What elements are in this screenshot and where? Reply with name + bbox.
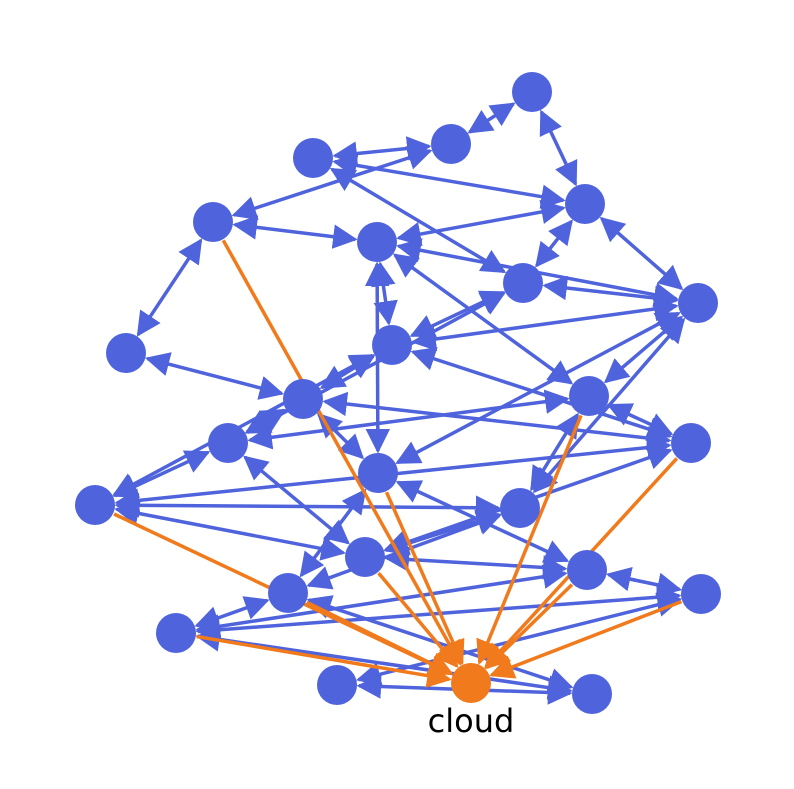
node-n20 bbox=[268, 573, 308, 613]
edges-layer bbox=[112, 102, 686, 705]
node-n23 bbox=[317, 665, 357, 705]
edge-n16-n13 bbox=[112, 450, 211, 498]
edge-n1-n2 bbox=[467, 102, 516, 134]
cloud-edge-n21 bbox=[489, 599, 683, 679]
edge-n9-n4 bbox=[599, 216, 684, 291]
edge-n5-n7 bbox=[136, 238, 203, 337]
node-n16 bbox=[75, 485, 115, 525]
node-n1 bbox=[512, 72, 552, 112]
node-n21 bbox=[681, 574, 721, 614]
cloud-edge-n18 bbox=[377, 571, 459, 669]
node-n18 bbox=[345, 537, 385, 577]
edge-n19-n22 bbox=[195, 564, 568, 639]
node-n8 bbox=[503, 263, 543, 303]
node-n2 bbox=[431, 124, 471, 164]
node-n6 bbox=[357, 222, 397, 262]
nodes-layer bbox=[75, 72, 721, 714]
cloud-edge-n22 bbox=[196, 634, 452, 688]
cloud-edge-n14 bbox=[384, 491, 465, 666]
cloud-label: cloud bbox=[428, 702, 515, 740]
node-n14 bbox=[358, 453, 398, 493]
edge-n16-n17 bbox=[114, 493, 501, 520]
node-n17 bbox=[500, 488, 540, 528]
node-n10 bbox=[372, 325, 412, 365]
node-n12 bbox=[569, 376, 609, 416]
edge-n6-n10 bbox=[371, 261, 398, 326]
node-n19 bbox=[567, 550, 607, 590]
node-n9 bbox=[678, 283, 718, 323]
edge-n18-n19 bbox=[384, 547, 568, 580]
edge-n1-n4 bbox=[539, 109, 578, 187]
node-n3 bbox=[293, 138, 333, 178]
node-n24 bbox=[572, 674, 612, 714]
node-n22 bbox=[156, 613, 196, 653]
node-n13 bbox=[208, 423, 248, 463]
node-n11 bbox=[283, 379, 323, 419]
edge-n9-n14 bbox=[395, 311, 681, 465]
edge-n5-n6 bbox=[232, 215, 358, 249]
edge-n13-n18 bbox=[243, 455, 350, 545]
edge-n17-n9 bbox=[532, 317, 686, 494]
node-n5 bbox=[193, 202, 233, 242]
cloud-edge-n20 bbox=[306, 600, 454, 675]
edge-n21-n19 bbox=[606, 567, 682, 597]
cloud-edges-layer bbox=[113, 239, 683, 688]
cloud-edge-n5 bbox=[221, 239, 462, 666]
edge-n10-n16 bbox=[112, 353, 375, 497]
edge-n8-n3 bbox=[329, 167, 507, 274]
node-n15 bbox=[671, 423, 711, 463]
edge-n7-n11 bbox=[144, 352, 285, 400]
edge-n4-n8 bbox=[535, 219, 573, 268]
cloud-edge-n19 bbox=[485, 583, 574, 670]
node-n7 bbox=[106, 333, 146, 373]
cloud-edge-n12 bbox=[476, 414, 583, 665]
edge-n3-n4 bbox=[332, 153, 566, 209]
edge-n10-n15 bbox=[410, 347, 673, 441]
cloud-node bbox=[451, 663, 491, 703]
node-n4 bbox=[565, 184, 605, 224]
edge-n9-n12 bbox=[603, 315, 684, 384]
